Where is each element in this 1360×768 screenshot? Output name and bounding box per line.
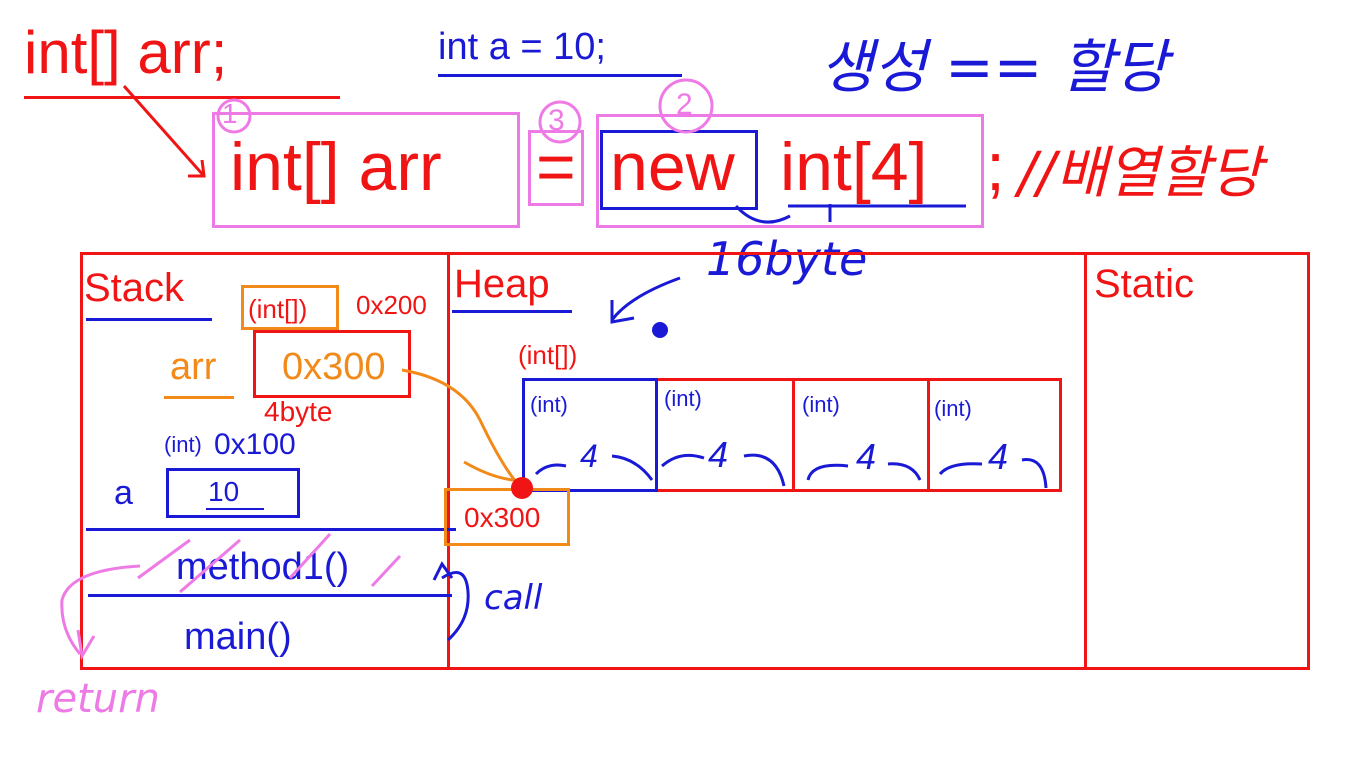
a-value-box [166,468,300,518]
heap-address-box [444,488,570,546]
frame-main: main() [184,616,292,658]
heap-address: 0x300 [464,502,541,533]
a-name: a [114,474,133,512]
heap-cell-1-type: (int) [664,386,702,411]
code-comment: //배열할당 [1018,141,1262,206]
arr-value: 0x300 [282,346,386,388]
call-label: call [484,578,543,618]
bytes-label: 16byte [706,232,868,286]
a-value-underline [206,508,264,510]
a-value: 10 [208,476,240,507]
arr-value-box [253,330,411,398]
a-address: 0x100 [214,428,296,461]
stack-divider-1 [86,528,456,531]
heap-cell-2-size: 4 [856,436,877,477]
static-title: Static [1094,262,1195,306]
code-part-1: int[] arr [230,129,442,205]
int-declaration-text: int a = 10; [438,26,606,68]
code-part-3: new [610,129,735,205]
heap-cell-3-size: 4 [988,436,1009,477]
marker-3: 3 [548,104,565,137]
marker-2: 2 [676,88,693,121]
heap-cell-1-size: 4 [708,434,729,475]
decl-arrow-head [188,159,206,178]
arr-size: 4byte [264,396,333,427]
declaration-text: int[] arr; [24,19,228,86]
arr-address: 0x200 [356,290,427,320]
heap-array-type: (int[]) [518,340,578,370]
arr-name: arr [170,346,217,388]
int-declaration-underline [438,74,682,77]
stack-title-underline [86,318,212,321]
heap-cell-0-type: (int) [530,392,568,417]
declaration-underline [24,96,340,99]
stack-divider-2 [88,594,452,597]
heap-cell-1 [655,378,795,492]
code-part-2: = [536,129,576,205]
return-label: return [36,676,160,722]
arr-type: (int[]) [248,294,308,324]
static-region [1084,252,1310,670]
arr-type-box [241,285,339,330]
code-part-box-3 [596,114,984,228]
code-part-4: int[4] [780,129,928,205]
a-type: (int) [164,432,202,457]
frame-method1: method1() [176,546,350,588]
arr-name-underline [164,396,234,399]
stack-title: Stack [84,266,185,310]
heap-title: Heap [454,262,550,306]
code-part-box-1 [212,112,520,228]
heap-title-underline [452,310,572,313]
heap-cell-2 [792,378,930,492]
heap-cell-2-type: (int) [802,392,840,417]
code-part-5: ; [986,129,1005,205]
heap-cell-0 [522,378,658,492]
korean-note: 생성 == 할당 [820,33,1168,101]
decl-arrow [122,85,206,177]
heap-cell-3-type: (int) [934,396,972,421]
marker-1: 1 [222,98,238,129]
heap-cell-0-size: 4 [580,438,598,474]
